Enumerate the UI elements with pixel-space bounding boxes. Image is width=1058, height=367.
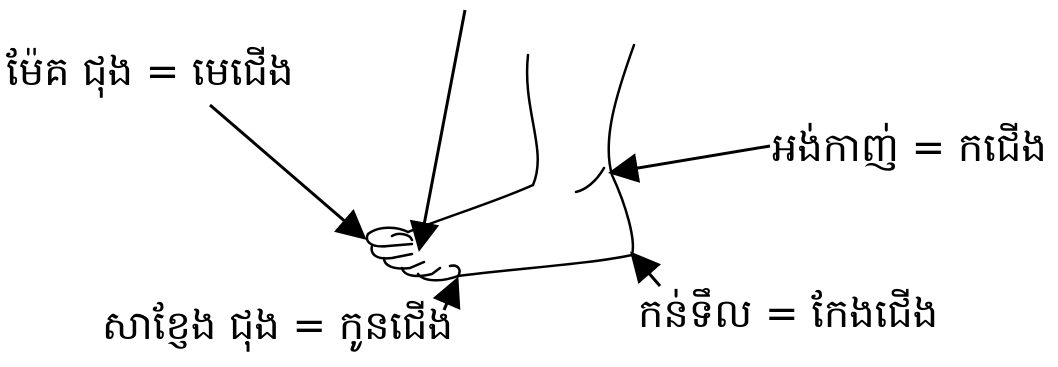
leg-pointer-line bbox=[420, 10, 465, 246]
label-toe: សាខ្ញែង ជុង = កូនជើង bbox=[102, 306, 453, 346]
ankle-arrow bbox=[614, 146, 770, 172]
inner-ankle-line bbox=[576, 168, 604, 192]
label-toenail: ម៉ែគ ជុង = មេជើង bbox=[6, 52, 293, 92]
label-heel: កន់ទឹល = កែងជើង bbox=[638, 294, 938, 334]
shin-line bbox=[527, 55, 538, 185]
label-ankle: អង់កាញ់ = កជើង bbox=[772, 128, 1047, 168]
leg-back-line bbox=[609, 45, 634, 255]
third-toe-outline bbox=[384, 258, 424, 269]
foot-outline bbox=[367, 45, 634, 280]
sole-line bbox=[458, 255, 632, 276]
big-toe-outline bbox=[367, 228, 412, 247]
pointer-arrows bbox=[210, 10, 770, 310]
big-toenail bbox=[392, 234, 412, 240]
second-toe-outline bbox=[372, 246, 412, 258]
toenail-arrow bbox=[210, 105, 362, 236]
heel-arrow bbox=[634, 256, 660, 286]
